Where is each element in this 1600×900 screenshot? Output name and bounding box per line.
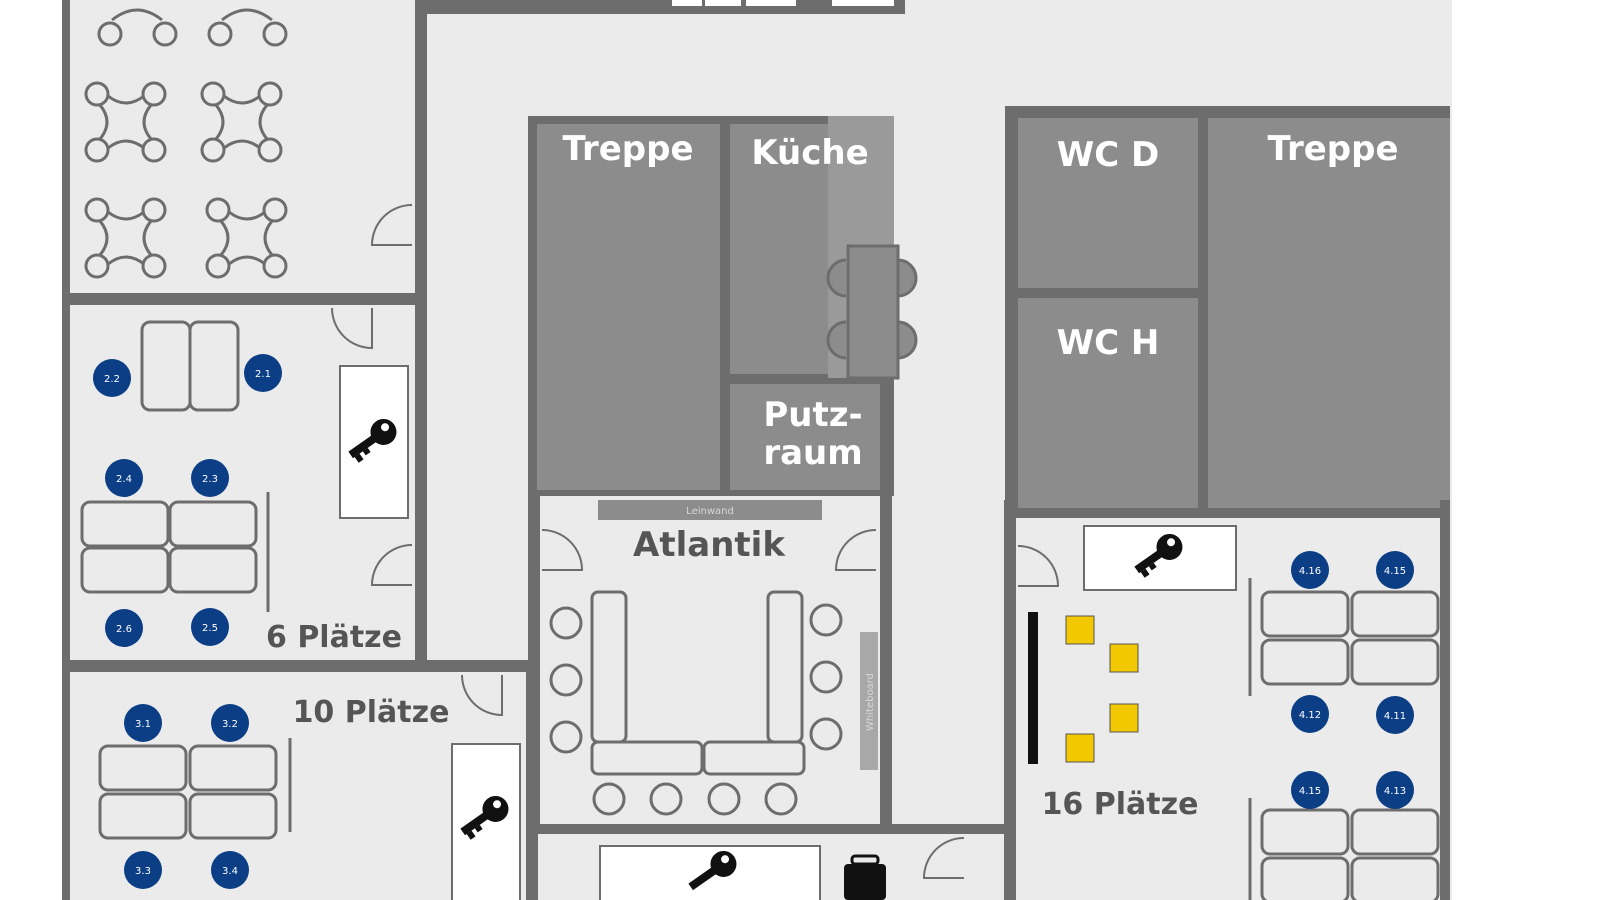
svg-text:4.15: 4.15: [1299, 786, 1321, 797]
outer-margin: [1452, 0, 1600, 900]
svg-text:3.1: 3.1: [135, 719, 151, 730]
service-block-right: [1005, 106, 1450, 518]
whiteboard-label: Whiteboard: [865, 673, 876, 731]
capacity-sixteen-label: 16 Plätze: [1042, 787, 1199, 822]
meeting-room-atlantik[interactable]: [540, 500, 880, 824]
svg-text:4.13: 4.13: [1384, 786, 1406, 797]
wc-men-room: [1018, 298, 1198, 508]
door-arc: [541, 529, 584, 571]
key-icon: [1134, 533, 1183, 578]
seat-marker[interactable]: 2.1: [244, 354, 282, 392]
key-icon: [460, 795, 509, 840]
seat-marker[interactable]: 4.13: [1376, 771, 1414, 809]
kitchen-label: Küche: [751, 133, 868, 173]
office-room-ten[interactable]: [98, 674, 521, 900]
capacity-ten-label: 10 Plätze: [293, 695, 450, 730]
svg-text:2.1: 2.1: [255, 369, 271, 380]
svg-text:2.4: 2.4: [116, 474, 132, 485]
svg-text:2.3: 2.3: [202, 474, 218, 485]
seat-marker[interactable]: 3.2: [211, 704, 249, 742]
suitcase-icon: [844, 854, 886, 900]
partition-wall: [1028, 612, 1038, 764]
door-arc: [461, 674, 503, 717]
door-arc: [922, 837, 965, 879]
cleaning-room-label-line2: raum: [763, 433, 862, 473]
stairs-left-room: [537, 124, 720, 490]
seat-marker[interactable]: 4.16: [1291, 551, 1329, 589]
projection-screen-label: Leinwand: [686, 506, 734, 517]
kitchen-table: [826, 244, 918, 380]
seat-marker[interactable]: 2.5: [191, 608, 229, 646]
stairs-right-label: Treppe: [1267, 129, 1398, 169]
svg-text:2.5: 2.5: [202, 623, 218, 634]
svg-text:4.12: 4.12: [1299, 710, 1321, 721]
svg-text:2.2: 2.2: [104, 374, 120, 385]
door-arc: [834, 529, 877, 571]
door-arc: [370, 204, 413, 246]
table-group: [84, 8, 288, 279]
svg-text:3.2: 3.2: [222, 719, 238, 730]
projection-screen: [598, 500, 822, 520]
cleaning-room: [730, 384, 880, 490]
stairs-right-room: [1208, 118, 1450, 508]
yellow-pods: [1065, 615, 1139, 763]
seat-marker[interactable]: 2.6: [105, 609, 143, 647]
seat-marker[interactable]: 3.3: [124, 851, 162, 889]
door-arc: [331, 307, 373, 350]
walls: [62, 0, 1450, 900]
seat-marker[interactable]: 3.1: [124, 704, 162, 742]
door-arc: [370, 544, 413, 586]
svg-text:4.15: 4.15: [1384, 566, 1406, 577]
seat-marker[interactable]: 4.11: [1376, 696, 1414, 734]
wc-men-label: WC H: [1057, 323, 1160, 363]
seat-marker[interactable]: 4.15: [1291, 771, 1329, 809]
office-room-sixteen[interactable]: [1017, 525, 1440, 900]
stairs-left-label: Treppe: [562, 129, 693, 169]
wc-women-label: WC D: [1057, 135, 1160, 175]
wc-women-room: [1018, 118, 1198, 288]
meeting-room-label: Atlantik: [633, 525, 786, 565]
svg-text:3.3: 3.3: [135, 866, 151, 877]
service-block-left: [528, 116, 918, 496]
top-corridor-edge: [425, 0, 905, 14]
svg-text:3.4: 3.4: [222, 866, 238, 877]
cleaning-room-label-line1: Putz-: [763, 395, 862, 435]
seat-marker[interactable]: 4.15: [1376, 551, 1414, 589]
svg-text:2.6: 2.6: [116, 624, 132, 635]
key-icon: [348, 418, 397, 463]
whiteboard: [860, 632, 878, 770]
lounge-room[interactable]: [84, 8, 413, 279]
seat-markers: 2.2 2.1 2.4 2.3 2.6 2.5 3.1 3.2 3.3 3.4 …: [93, 354, 1414, 889]
seat-marker[interactable]: 4.12: [1291, 695, 1329, 733]
door-arc: [1017, 545, 1060, 587]
key-box[interactable]: [451, 743, 521, 900]
seat-marker[interactable]: 3.4: [211, 851, 249, 889]
conference-table: [541, 529, 877, 816]
key-icon: [688, 850, 737, 891]
seat-marker[interactable]: 2.2: [93, 359, 131, 397]
seat-marker[interactable]: 2.4: [105, 459, 143, 497]
svg-text:4.16: 4.16: [1299, 566, 1321, 577]
capacity-six-label: 6 Plätze: [266, 620, 402, 655]
svg-text:4.11: 4.11: [1384, 711, 1406, 722]
seat-marker[interactable]: 2.3: [191, 459, 229, 497]
